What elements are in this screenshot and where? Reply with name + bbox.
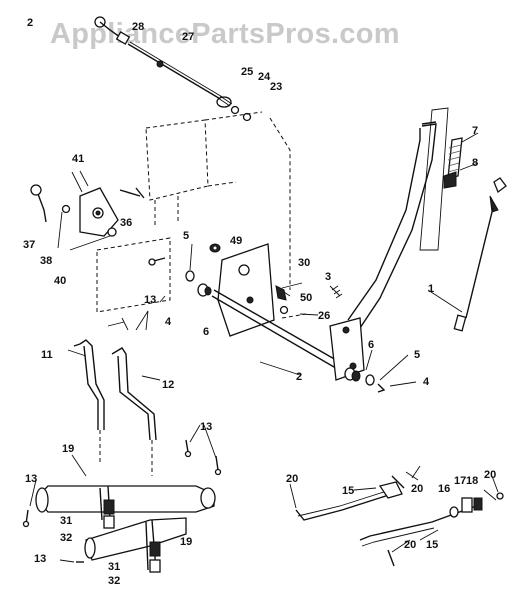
link-12 xyxy=(111,347,157,476)
watermark: AppliancePartsPros.com xyxy=(50,18,400,50)
washer-50 xyxy=(279,305,289,315)
callout-25: 25 xyxy=(241,66,253,78)
callout-23: 23 xyxy=(270,81,282,93)
callout-20-lower: 20 xyxy=(404,539,416,551)
callout-27: 27 xyxy=(182,31,194,43)
callout-4-right: 4 xyxy=(423,376,430,388)
frame-outline xyxy=(96,111,291,313)
lift-handle xyxy=(329,121,437,381)
callout-2-top: 2 xyxy=(27,17,33,29)
callout-13-lower: 13 xyxy=(34,553,46,565)
callout-41: 41 xyxy=(72,153,84,165)
callout-37: 37 xyxy=(23,239,35,251)
callout-15-lower: 15 xyxy=(426,539,438,551)
callout-19-upper: 19 xyxy=(62,443,74,455)
bushing-right xyxy=(344,367,386,393)
lift-shaft-2 xyxy=(211,289,351,375)
callout-50: 50 xyxy=(300,292,312,304)
callout-8: 8 xyxy=(472,157,478,169)
callout-11: 11 xyxy=(41,349,53,361)
lift-arm-19b xyxy=(84,517,187,571)
washer-40 xyxy=(107,227,117,237)
rod-end-16-18 xyxy=(405,471,504,518)
spring-3 xyxy=(329,285,343,299)
link-11 xyxy=(73,339,105,462)
leader-lines xyxy=(29,132,499,563)
nut-23 xyxy=(242,112,252,122)
callout-3: 3 xyxy=(325,271,331,283)
callout-31-lower: 31 xyxy=(108,561,120,573)
callout-32-upper: 32 xyxy=(60,532,72,544)
spring-7 xyxy=(447,137,463,179)
callout-18: 18 xyxy=(466,475,478,487)
knob-8 xyxy=(443,171,457,189)
callout-20-mid: 20 xyxy=(411,483,423,495)
pins-13 xyxy=(22,439,222,563)
callout-13-left: 13 xyxy=(25,473,37,485)
callout-5-left: 5 xyxy=(183,230,189,242)
callout-40: 40 xyxy=(54,275,66,287)
callout-12: 12 xyxy=(162,379,174,391)
clevis-31-32 xyxy=(103,499,161,573)
callout-32-lower: 32 xyxy=(108,575,120,587)
lift-arm-19 xyxy=(35,485,216,521)
rod-15a xyxy=(295,475,405,521)
bushing-left xyxy=(148,257,212,297)
callout-6-left: 6 xyxy=(203,326,209,338)
callout-28: 28 xyxy=(132,21,144,33)
clip-30 xyxy=(275,285,291,301)
callout-31-upper: 31 xyxy=(60,515,72,527)
callout-26: 26 xyxy=(318,310,330,322)
callout-17: 17 xyxy=(454,475,466,487)
callout-13-upper: 13 xyxy=(144,294,156,306)
washer-24 xyxy=(230,105,240,115)
callout-20-right: 20 xyxy=(484,469,496,481)
callout-7: 7 xyxy=(472,125,478,137)
callout-2: 2 xyxy=(296,371,302,383)
cable-1 xyxy=(453,177,507,332)
callout-5-right: 5 xyxy=(414,349,420,361)
washer-38 xyxy=(61,204,71,214)
rod-26 xyxy=(281,313,307,319)
callout-30: 30 xyxy=(298,257,310,269)
guard-plate-41 xyxy=(71,171,119,237)
callout-20-left: 20 xyxy=(286,473,298,485)
handle-grip xyxy=(419,107,449,251)
callout-13-right: 13 xyxy=(200,421,212,433)
callout-24: 24 xyxy=(258,71,271,83)
bracket-49 xyxy=(209,243,275,337)
callout-1: 1 xyxy=(428,283,434,295)
callout-19-lower: 19 xyxy=(180,536,192,548)
callout-49: 49 xyxy=(230,235,242,247)
pin-13-upper xyxy=(107,317,129,331)
callout-38: 38 xyxy=(40,255,52,267)
callout-36: 36 xyxy=(120,217,132,229)
rod-15b xyxy=(359,505,477,567)
rod-27 xyxy=(94,16,225,101)
bolt-36 xyxy=(119,187,145,199)
callout-15-upper: 15 xyxy=(342,485,354,497)
callout-6-right: 6 xyxy=(368,339,374,351)
callout-4-left: 4 xyxy=(165,316,172,328)
callout-16: 16 xyxy=(438,483,450,495)
pin-37 xyxy=(30,184,47,223)
spring-25 xyxy=(216,95,233,108)
